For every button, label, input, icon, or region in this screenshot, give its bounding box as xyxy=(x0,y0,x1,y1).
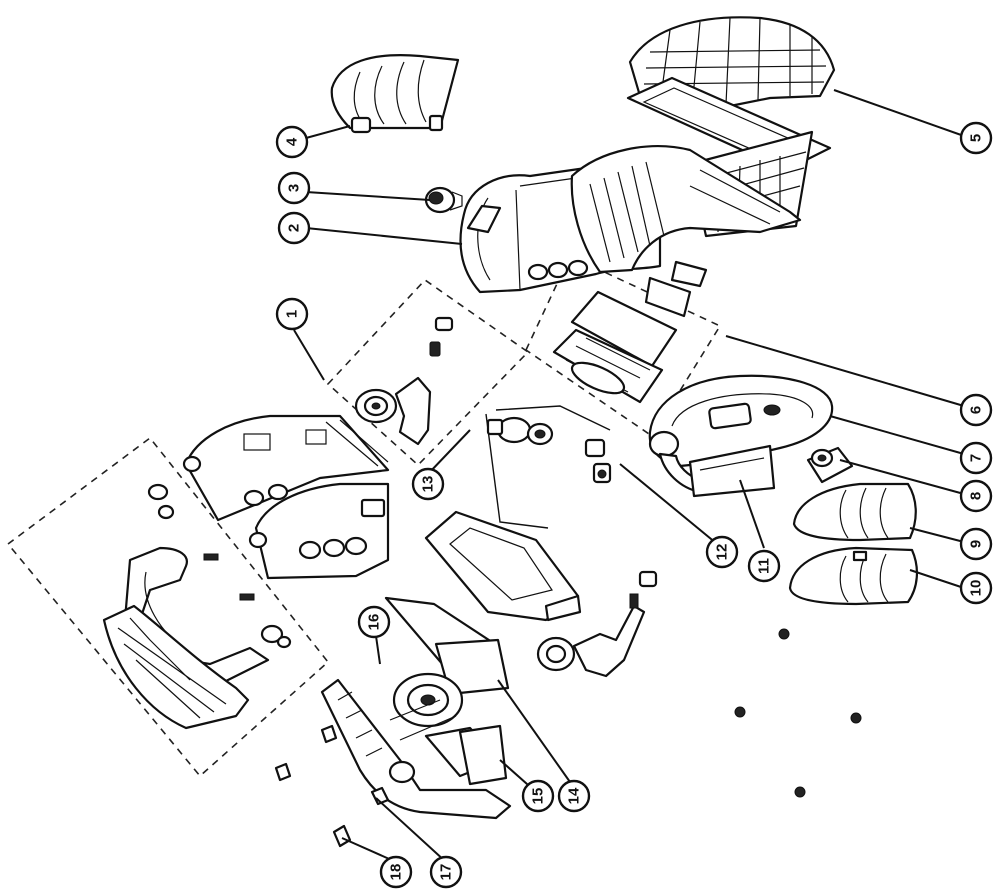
callout-2: 2 xyxy=(277,211,311,245)
part-1-motor-bracket xyxy=(354,316,454,446)
callout-10: 10 xyxy=(959,571,993,605)
callout-8-label: 8 xyxy=(968,492,985,500)
callout-16-label: 16 xyxy=(366,614,383,631)
callout-2-label: 2 xyxy=(286,224,303,232)
callout-10-label: 10 xyxy=(968,580,985,597)
callout-7-label: 7 xyxy=(968,454,985,462)
callout-4: 4 xyxy=(275,125,309,159)
loose-nuts xyxy=(734,628,862,798)
part-11-tray xyxy=(688,444,776,498)
part-4-shell-cover xyxy=(330,54,460,134)
part-2-main-housing xyxy=(459,145,802,294)
part-17-clip xyxy=(370,786,390,806)
group-box-6 xyxy=(524,254,722,438)
group-box-1 xyxy=(326,278,530,467)
callout-3: 3 xyxy=(277,171,311,205)
callout-9-label: 9 xyxy=(968,540,985,548)
part-7-top-shell xyxy=(648,374,834,494)
part-9-side-panel xyxy=(792,482,917,542)
side-plate-upper xyxy=(182,414,390,522)
callout-11-label: 11 xyxy=(756,558,773,574)
callout-9: 9 xyxy=(959,527,993,561)
callout-7: 7 xyxy=(959,441,993,475)
part-13-rod-linkage xyxy=(485,405,611,529)
callout-17-label: 17 xyxy=(438,864,455,881)
callout-15-label: 15 xyxy=(530,788,547,805)
side-plate-lower xyxy=(248,482,390,580)
callout-14: 14 xyxy=(557,779,591,813)
callout-18-label: 18 xyxy=(388,864,405,881)
handle-assembly xyxy=(102,483,292,730)
callout-6-label: 6 xyxy=(968,406,985,414)
part-15-base-frame xyxy=(320,678,512,820)
seat-frame xyxy=(424,510,582,622)
callout-15: 15 xyxy=(521,779,555,813)
callout-12: 12 xyxy=(705,535,739,569)
callout-4-label: 4 xyxy=(284,137,301,146)
part-3-knob xyxy=(424,186,463,214)
callout-17: 17 xyxy=(429,855,463,889)
group-box-left xyxy=(6,436,330,778)
callout-5: 5 xyxy=(959,121,993,155)
callout-13-label: 13 xyxy=(420,476,437,493)
callout-18: 18 xyxy=(379,855,413,889)
drive-motor xyxy=(536,570,658,678)
callout-1: 1 xyxy=(275,297,309,331)
callout-13: 13 xyxy=(411,467,445,501)
part-10-side-panel xyxy=(788,546,918,606)
callout-12-label: 12 xyxy=(714,544,731,561)
part-8-motor xyxy=(806,446,854,484)
part-16-roller xyxy=(392,672,464,728)
callout-14-label: 14 xyxy=(566,787,583,804)
callout-8: 8 xyxy=(959,479,993,513)
callout-1-label: 1 xyxy=(284,310,301,318)
callout-3-label: 3 xyxy=(286,184,303,192)
part-12-cam-assembly xyxy=(584,438,612,484)
callout-16: 16 xyxy=(357,605,391,639)
loose-clips xyxy=(274,724,338,782)
leader-lines xyxy=(293,89,965,863)
callout-5-label: 5 xyxy=(968,134,985,142)
callout-6: 6 xyxy=(959,393,993,427)
part-18-clip xyxy=(332,824,352,848)
callout-11: 11 xyxy=(747,549,781,583)
part-6-filter-assembly xyxy=(552,260,708,404)
